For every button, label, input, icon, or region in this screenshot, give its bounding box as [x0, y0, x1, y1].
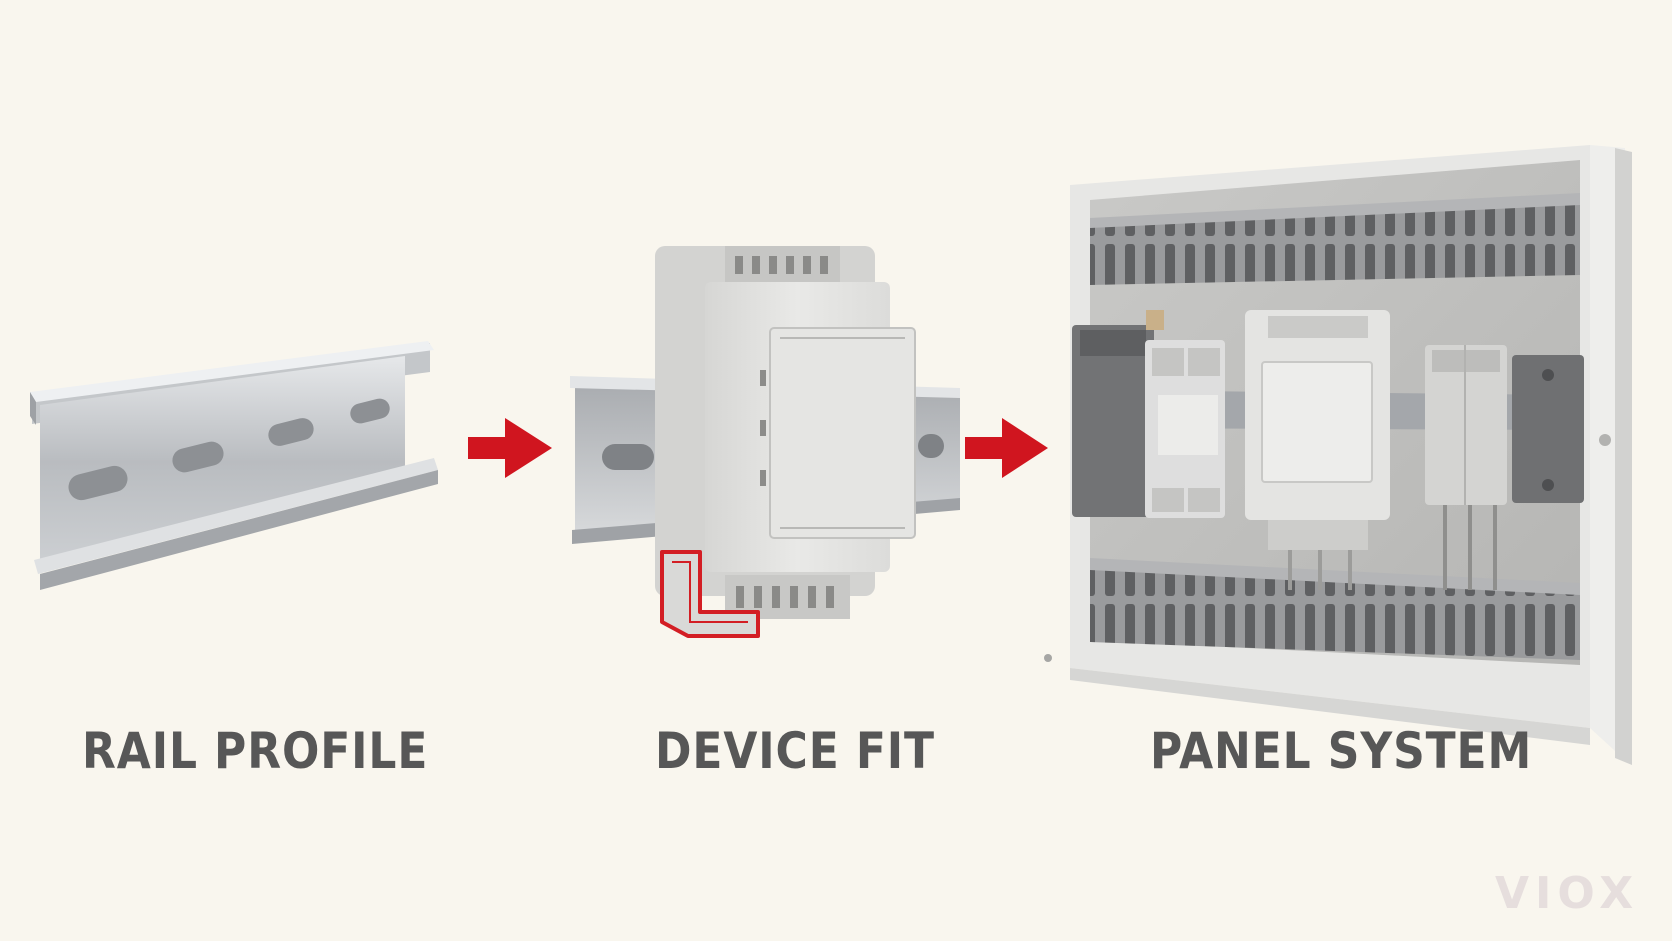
arrow-right-icon — [965, 418, 1048, 478]
step-label-panel-system: PANEL SYSTEM — [1150, 722, 1533, 780]
device-module-icon — [570, 246, 960, 638]
step-label-rail-profile: RAIL PROFILE — [82, 722, 429, 780]
rail-icon — [30, 341, 438, 590]
panel-cabinet-icon — [1044, 145, 1632, 765]
brand-logo: VIOX — [1495, 868, 1640, 919]
arrow-right-icon — [468, 418, 552, 478]
step-label-device-fit: DEVICE FIT — [655, 722, 935, 780]
